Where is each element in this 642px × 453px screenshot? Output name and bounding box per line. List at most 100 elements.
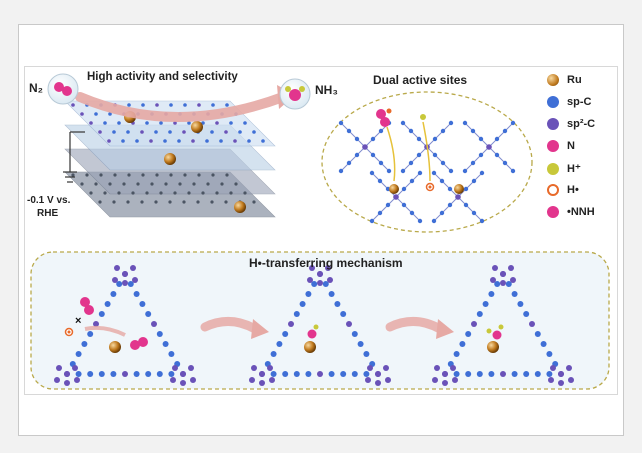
carbon-atom xyxy=(505,281,512,287)
carbon-atom xyxy=(127,281,134,287)
carbon-atom xyxy=(99,173,103,177)
mechanism-panel: × xyxy=(30,251,610,390)
sp-carbon-icon xyxy=(431,218,437,224)
carbon-atom xyxy=(288,321,294,327)
carbon-atom xyxy=(133,291,140,297)
carbon-atom xyxy=(305,371,312,377)
sp2-carbon-icon xyxy=(112,277,118,283)
carbon-atom xyxy=(529,321,535,327)
sp2-carbon-icon xyxy=(558,380,564,386)
sp2-carbon-icon xyxy=(432,377,438,383)
sp-carbon-icon xyxy=(471,210,477,216)
sp-carbon-icon xyxy=(494,152,500,158)
sp-carbon-icon xyxy=(463,186,469,192)
carbon-atom xyxy=(340,311,347,317)
carbon-atom xyxy=(243,191,247,195)
sp-carbon-icon xyxy=(416,152,422,158)
product-label: NH₃ xyxy=(315,83,338,97)
sp-carbon-icon xyxy=(417,170,423,176)
carbon-atom xyxy=(511,371,518,377)
legend-label: N xyxy=(567,140,575,152)
carbon-atom xyxy=(159,121,163,125)
legend-item: Ru xyxy=(547,74,582,86)
sp-carbon-icon xyxy=(408,160,414,166)
carbon-atom xyxy=(215,191,219,195)
carbon-atom xyxy=(243,121,247,125)
sp-carbon-icon xyxy=(478,136,484,142)
bond-line xyxy=(364,146,390,172)
mechanism-step-1 xyxy=(54,265,196,386)
carbon-atom xyxy=(205,139,209,143)
carbon-atom xyxy=(168,371,175,377)
potential-reference: RHE xyxy=(37,208,59,219)
sp2-carbon-icon xyxy=(122,280,128,286)
bond-line xyxy=(433,172,459,198)
carbon-atom xyxy=(98,130,102,134)
ru-atom-icon xyxy=(164,153,176,165)
hydrogen-icon xyxy=(299,86,305,92)
carbon-atom xyxy=(196,200,200,204)
bond-line xyxy=(371,196,397,222)
step-arrow xyxy=(200,317,260,334)
carbon-atom xyxy=(133,371,140,377)
nitrogen-icon xyxy=(380,117,390,127)
carbon-atom xyxy=(126,130,130,134)
carbon-atom xyxy=(206,182,210,186)
sp2-carbon-icon xyxy=(566,365,572,371)
conversion-arrow xyxy=(75,92,288,122)
carbon-atom xyxy=(270,351,277,357)
ru-atom-icon xyxy=(487,341,499,353)
carbon-atom xyxy=(98,371,105,377)
carbon-atom xyxy=(299,301,306,307)
legend-item: sp²-C xyxy=(547,118,595,130)
ru-atom-icon xyxy=(304,341,316,353)
carbon-atom xyxy=(75,371,82,377)
bond-line xyxy=(488,146,514,172)
carbon-atom xyxy=(108,112,112,116)
sp-carbon-icon xyxy=(338,168,344,174)
carbon-atom xyxy=(540,341,547,347)
carbon-atom xyxy=(168,351,175,357)
sp-carbon-icon xyxy=(447,186,453,192)
sp2-carbon-icon xyxy=(450,365,456,371)
sp-carbon-icon xyxy=(448,120,454,126)
carbon-atom xyxy=(71,173,75,177)
sp2-carbon-icon xyxy=(249,377,255,383)
carbon-atom xyxy=(293,371,300,377)
sp-carbon-icon xyxy=(377,178,383,184)
carbon-atom xyxy=(87,371,94,377)
sp-carbon-icon xyxy=(346,128,352,134)
carbon-atom xyxy=(80,112,84,116)
sp2-carbon-icon xyxy=(492,265,498,271)
nitrogen-icon xyxy=(376,109,386,119)
carbon-atom xyxy=(103,121,107,125)
panel-title-activity: High activity and selectivity xyxy=(87,71,238,83)
carbon-atom xyxy=(135,139,139,143)
carbon-atom xyxy=(482,301,489,307)
bond-line xyxy=(402,146,428,172)
carbon-atom xyxy=(87,331,94,337)
carbon-atom xyxy=(182,130,186,134)
carbon-atom xyxy=(127,173,131,177)
sp-carbon-icon xyxy=(354,152,360,158)
reactant-label: N₂ xyxy=(29,81,43,95)
sp-carbon-icon xyxy=(439,210,445,216)
step-arrowhead xyxy=(436,319,454,339)
carbon-atom xyxy=(219,139,223,143)
carbon-atom xyxy=(64,371,70,377)
carbon-atom xyxy=(351,371,358,377)
ru-atom-icon xyxy=(109,341,121,353)
carbon-atom xyxy=(145,191,149,195)
bond-line xyxy=(464,122,490,148)
sp-carbon-icon xyxy=(370,152,376,158)
carbon-atom xyxy=(145,371,152,377)
sp-carbon-icon xyxy=(409,210,415,216)
carbon-atom xyxy=(159,191,163,195)
carbon-atom xyxy=(210,130,214,134)
sp-carbon-icon xyxy=(479,170,485,176)
sp-carbon-icon xyxy=(448,168,454,174)
carbon-atom xyxy=(94,182,98,186)
step-arrow xyxy=(385,317,445,334)
sp-carbon-icon xyxy=(408,128,414,134)
carbon-atom xyxy=(155,173,159,177)
